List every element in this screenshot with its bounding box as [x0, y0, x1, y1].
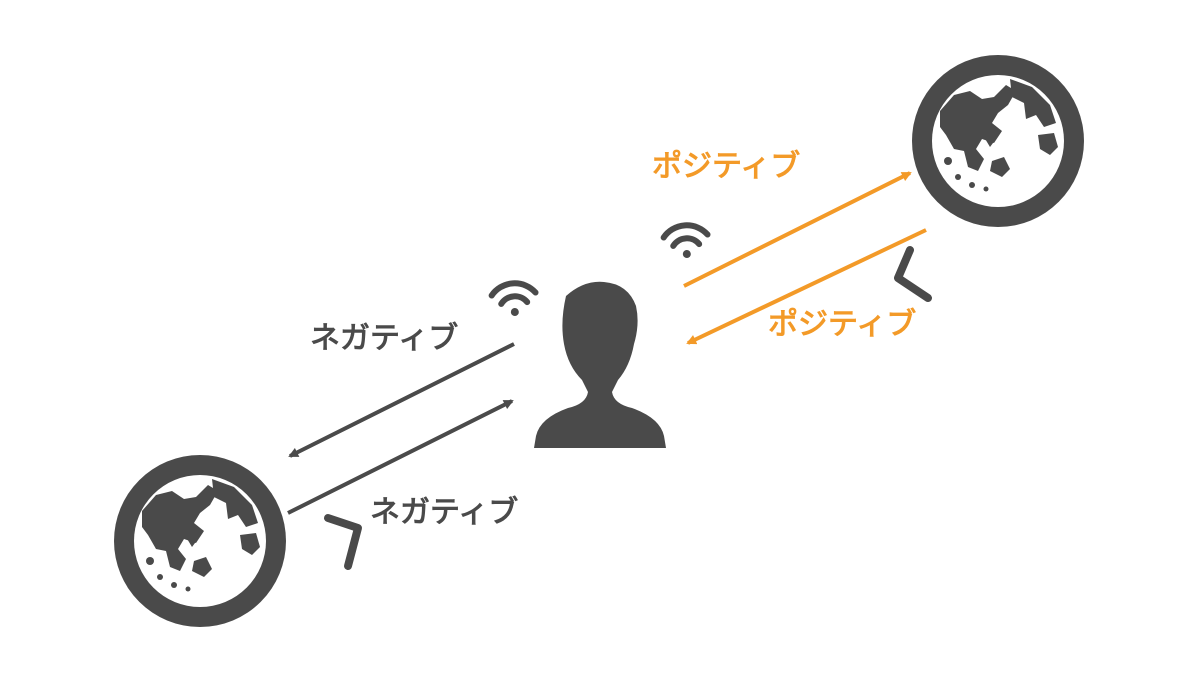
negative-outgoing-arrow — [288, 342, 515, 458]
negative-return-label: ネガティブ — [370, 495, 519, 530]
wifi-signal-icon-right — [663, 224, 709, 260]
positive-outgoing-arrow — [683, 171, 912, 288]
person-silhouette-icon — [534, 281, 666, 448]
negative-return-arrow — [287, 399, 514, 515]
boomerang-icon-left — [324, 514, 362, 570]
globe-icon-left — [114, 455, 286, 627]
globe-icon-right — [912, 55, 1084, 227]
positive-return-label: ポジティブ — [768, 307, 917, 342]
wifi-signal-icon-left — [491, 282, 537, 318]
positive-return-arrow — [686, 228, 927, 345]
positive-outgoing-label: ポジティブ — [652, 149, 801, 184]
boomerang-icon-right — [894, 246, 932, 302]
negative-outgoing-label: ネガティブ — [310, 321, 459, 356]
